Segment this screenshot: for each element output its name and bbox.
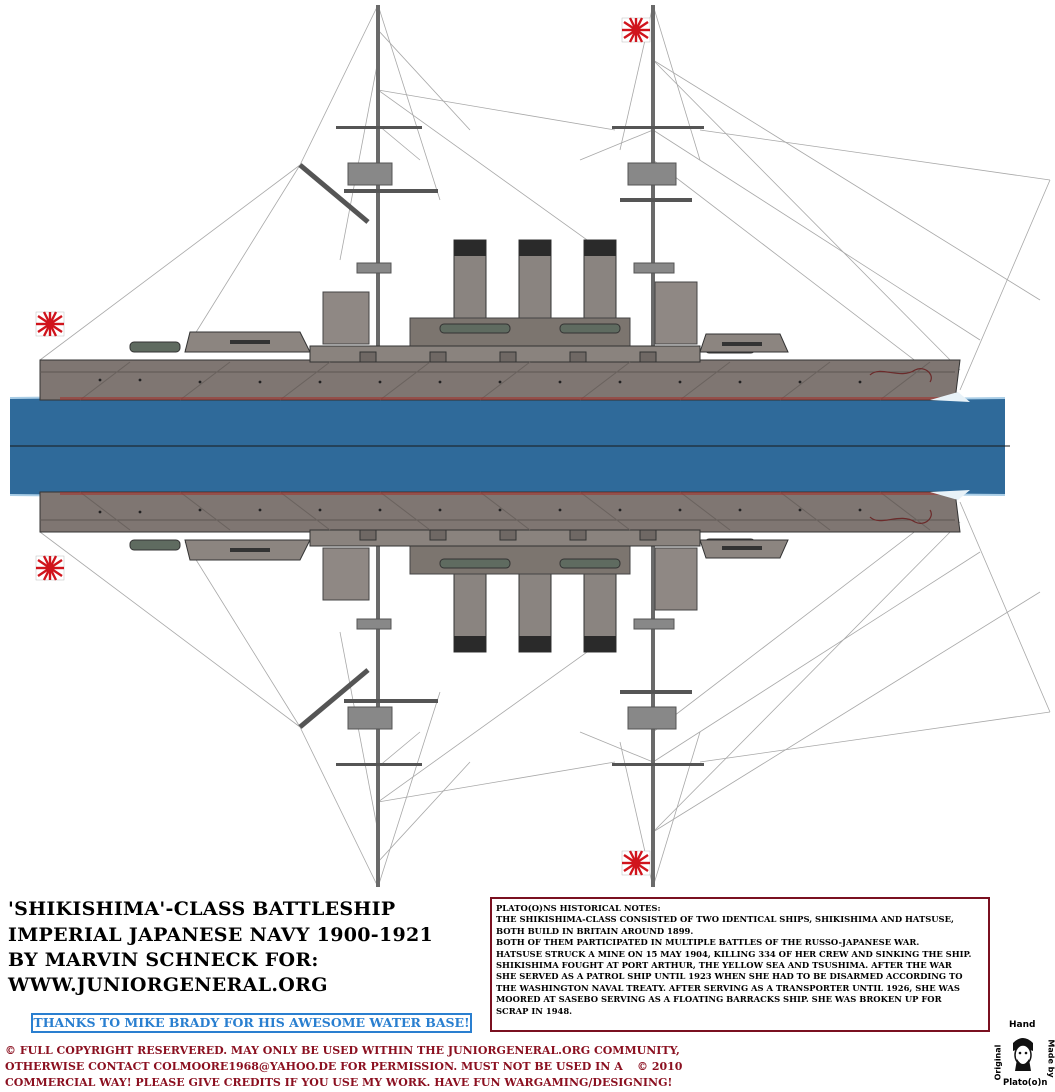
title-line-2: IMPERIAL JAPANESE NAVY 1900-1921 xyxy=(8,924,434,946)
title-line-1: 'SHIKISHIMA'-CLASS BATTLESHIP xyxy=(8,898,396,920)
stamp-hand: Hand xyxy=(1009,1020,1036,1030)
notes-line: THE SHIKISHIMA-CLASS CONSISTED OF TWO ID… xyxy=(496,914,954,925)
notes-line: BOTH OF THEM PARTICIPATED IN MULTIPLE BA… xyxy=(496,937,920,948)
copyright-year: © 2010 xyxy=(637,1060,683,1073)
title-line-4: WWW.JUNIORGENERAL.ORG xyxy=(8,974,328,996)
notes-heading: PLATO(O)NS HISTORICAL NOTES: xyxy=(496,903,661,913)
copyright-line-1: © FULL COPYRIGHT RESERVERED. MAY ONLY BE… xyxy=(5,1044,680,1057)
ship-illustration xyxy=(9,0,1055,890)
notes-line: THE WASHINGTON NAVAL TREATY. AFTER SERVI… xyxy=(496,982,960,993)
rising-sun-flag-icon xyxy=(620,16,652,44)
title-line-3: BY MARVIN SCHNECK FOR: xyxy=(8,949,319,971)
ship-bottom-side-view xyxy=(40,490,1050,887)
copyright-line-2: OTHERWISE CONTACT COLMOORE1968@YAHOO.DE … xyxy=(5,1060,623,1073)
rising-sun-flag-icon xyxy=(34,310,66,338)
notes-line: BOTH BUILD IN BRITAIN AROUND 1899. xyxy=(496,925,694,936)
thanks-banner: THANKS TO MIKE BRADY FOR HIS AWESOME WAT… xyxy=(31,1013,472,1033)
notes-line: SHIKISHIMA FOUGHT AT PORT ARTHUR, THE YE… xyxy=(496,960,952,971)
ship-top-side-view xyxy=(40,5,1050,402)
rising-sun-flag-icon xyxy=(620,849,652,877)
notes-line: SCRAP IN 1948. xyxy=(496,1005,573,1016)
maker-stamp: Hand Original Made by Plato(o)n xyxy=(993,1018,1055,1092)
stamp-original: Original xyxy=(993,1044,1003,1081)
portrait-icon xyxy=(1007,1033,1039,1075)
stamp-made-by: Made by xyxy=(1046,1039,1055,1078)
notes-line: MOORED AT SASEBO SERVING AS A FLOATING B… xyxy=(496,994,942,1005)
copyright-line-3: COMMERCIAL WAY! PLEASE GIVE CREDITS IF Y… xyxy=(5,1076,673,1089)
stamp-author: Plato(o)n xyxy=(1003,1078,1048,1088)
notes-line: HATSUSE STRUCK A MINE ON 15 MAY 1904, KI… xyxy=(496,948,972,959)
notes-line: SHE SERVED AS A PATROL SHIP UNTIL 1923 W… xyxy=(496,971,963,982)
rising-sun-flag-icon xyxy=(34,554,66,582)
historical-notes-box: PLATO(O)NS HISTORICAL NOTES: THE SHIKISH… xyxy=(490,897,990,1032)
